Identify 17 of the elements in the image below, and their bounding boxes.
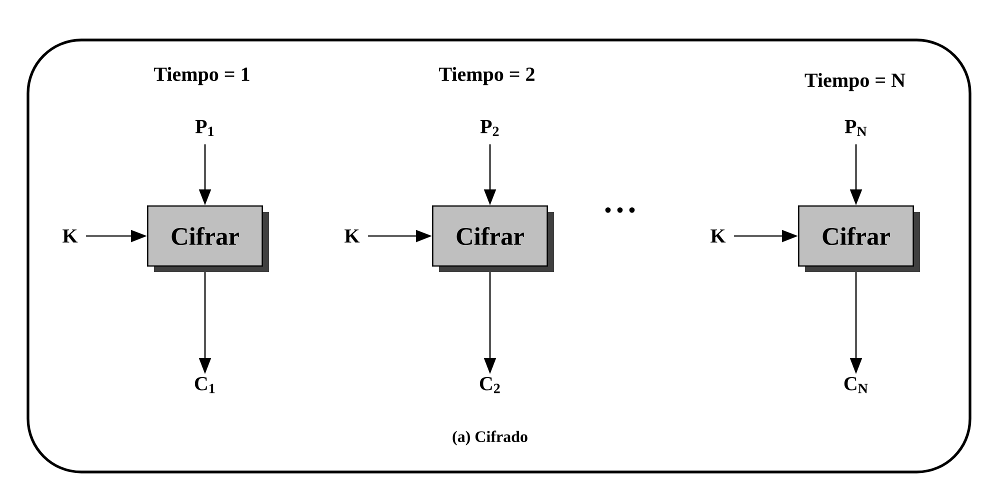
symbol-label: K — [710, 229, 726, 243]
process-box: Cifrar — [147, 205, 269, 272]
symbol-label: C$_{1}$ — [194, 376, 215, 394]
time-label: Tiempo = 1 — [154, 66, 250, 86]
time-label: Tiempo = 2 — [439, 66, 534, 86]
time-label: Tiempo = N — [804, 72, 906, 92]
time-label: • • • — [605, 207, 635, 213]
symbol-label: K — [62, 229, 78, 243]
symbol-label: C$_{N}$ — [844, 376, 868, 394]
symbol-label: K — [344, 229, 360, 243]
process-box: Cifrar — [432, 205, 554, 272]
symbol-label: P$_{N}$ — [844, 120, 867, 136]
symbol-label: P$_{1}$ — [195, 120, 214, 136]
symbol-label: P$_{2}$ — [480, 120, 499, 136]
caption: (a) Cifrado — [452, 430, 528, 446]
process-box: Cifrar — [798, 205, 920, 272]
symbol-label: C$_{2}$ — [480, 376, 500, 394]
